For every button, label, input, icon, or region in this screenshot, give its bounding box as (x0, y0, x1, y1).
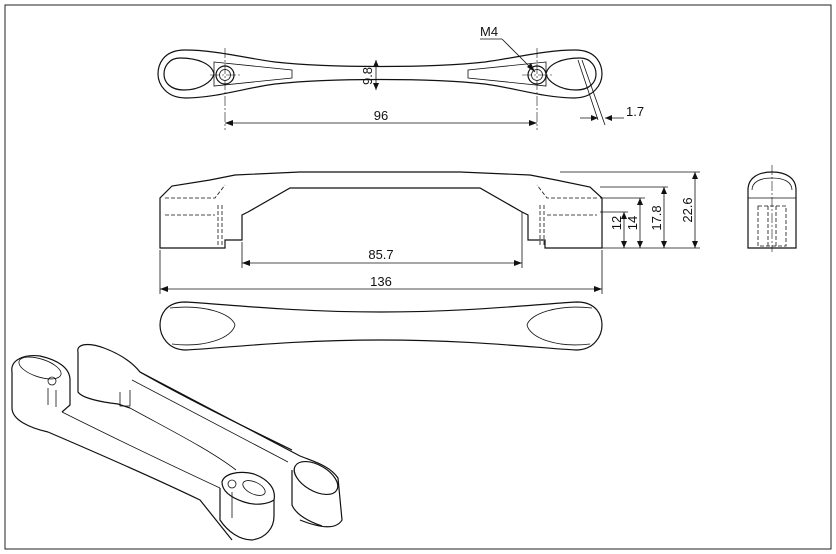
dim-hole-spacing: 96 (374, 108, 388, 123)
dim-height-17-8: 17.8 (649, 205, 664, 230)
top-view: 9.8 96 M4 1.7 (157, 24, 644, 130)
isometric-view (11, 343, 343, 541)
dim-height-22-6: 22.6 (680, 197, 695, 222)
dim-height-12: 12 (609, 216, 624, 230)
side-view (747, 165, 797, 252)
dim-height-14: 14 (625, 216, 640, 230)
dim-overall-length: 136 (370, 274, 392, 289)
dim-offset: 1.7 (626, 104, 644, 119)
thread-label: M4 (480, 24, 498, 39)
drawing-frame (4, 4, 832, 550)
dim-thickness: 9.8 (360, 67, 375, 85)
dim-inner-length: 85.7 (368, 247, 393, 262)
bottom-view (159, 301, 603, 351)
front-view: 85.7 136 12 14 17.8 22.6 (159, 171, 700, 294)
